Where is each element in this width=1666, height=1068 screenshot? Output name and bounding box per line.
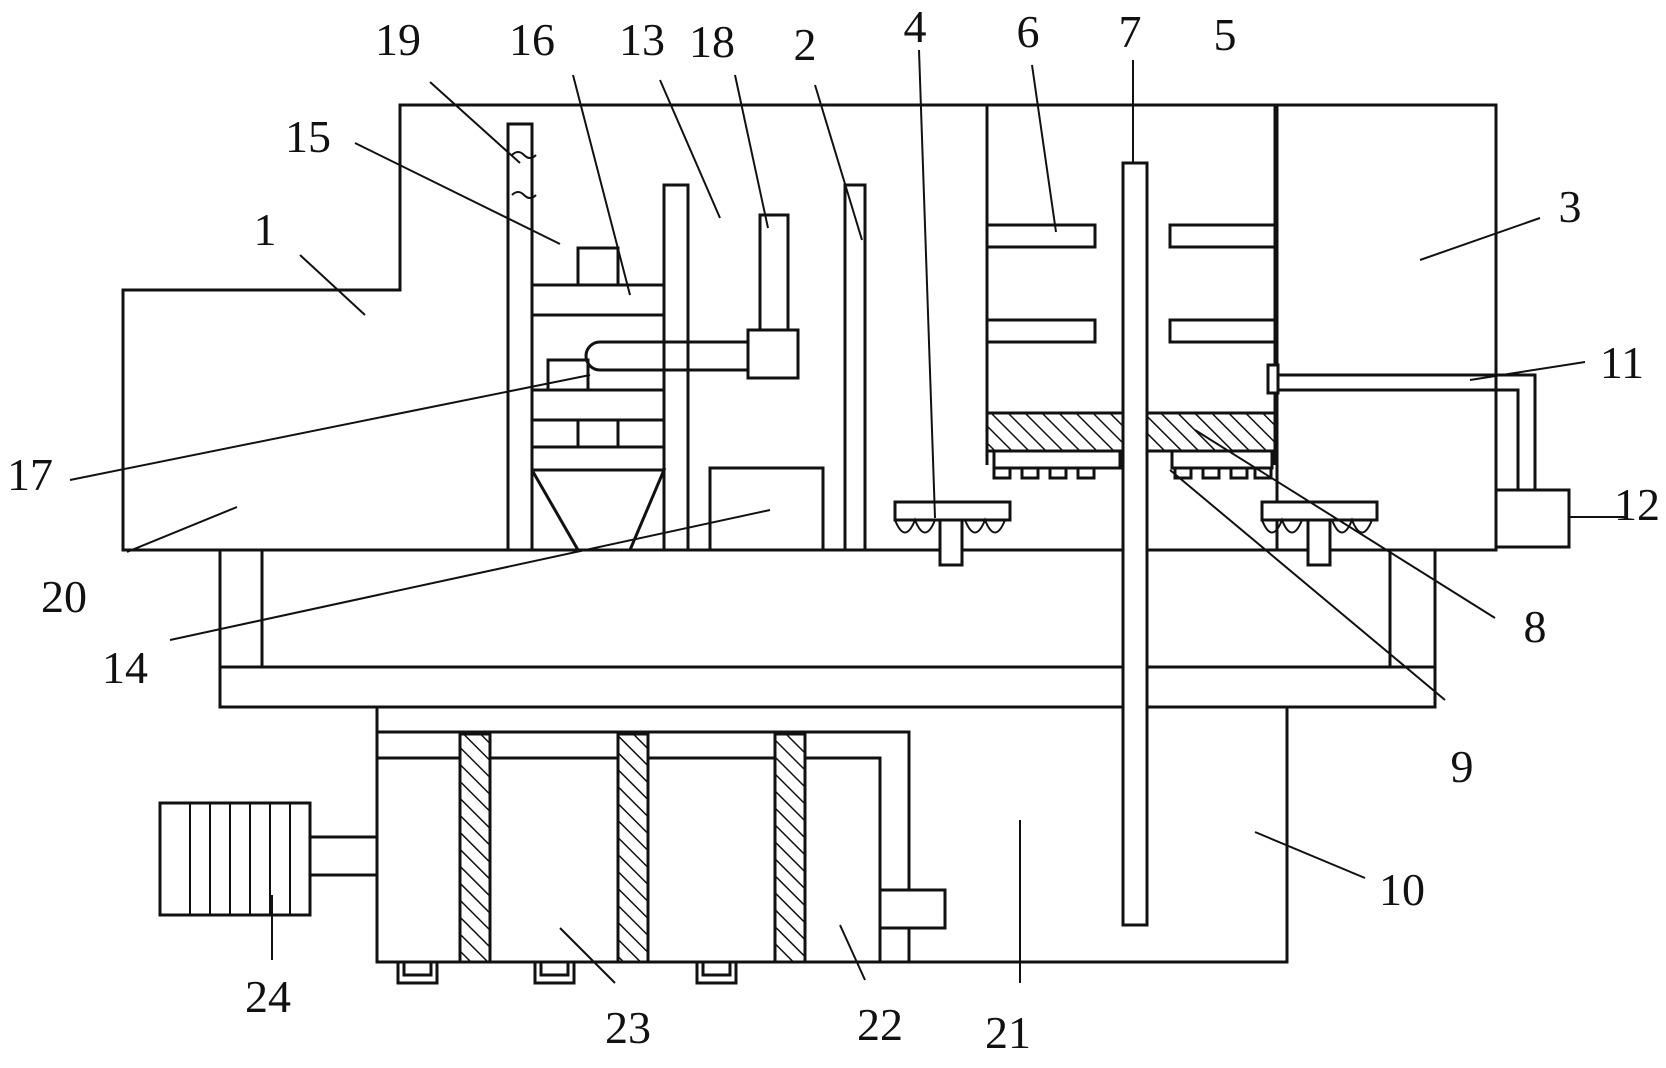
- callout-17: 17: [7, 449, 53, 500]
- callout-10: 10: [1379, 864, 1425, 915]
- nozzle-row-left: [992, 451, 1122, 480]
- foot-3: [695, 962, 738, 985]
- callout-8: 8: [1524, 601, 1547, 652]
- base-platform-plate: [218, 665, 1437, 709]
- motor-block-mid: [546, 358, 590, 392]
- filter-plate-3: [773, 732, 807, 964]
- callout-1: 1: [254, 204, 277, 255]
- callout-16: 16: [509, 14, 555, 65]
- callout-3: 3: [1559, 181, 1582, 232]
- hopper: [530, 445, 667, 551]
- filter-plate-2: [616, 732, 650, 964]
- callout-13: 13: [619, 14, 665, 65]
- lower-tank: [375, 705, 1289, 964]
- brush-head-left: [893, 500, 1012, 567]
- callout-7: 7: [1119, 6, 1142, 57]
- filter-plate-1: [458, 732, 492, 964]
- partition-plate: [843, 183, 867, 552]
- crossbar-upper: [530, 283, 666, 317]
- arm-joint: [746, 328, 800, 380]
- brush-head-right: [1260, 500, 1379, 567]
- callout-24: 24: [245, 971, 291, 1022]
- base-platform-top: [218, 548, 1437, 669]
- screen-plate-left: [985, 411, 1125, 453]
- callout-23: 23: [605, 1002, 651, 1053]
- callout-14: 14: [102, 642, 148, 693]
- support-column: [662, 183, 690, 552]
- callout-18: 18: [689, 16, 735, 67]
- paddle-left-lower: [985, 318, 1097, 344]
- water-pump: [1494, 488, 1571, 549]
- callout-19: 19: [375, 14, 421, 65]
- callouts: 1 2 3 4 5 6 7 8 9 10 11 12 13 14 15 16 1…: [7, 1, 1660, 1058]
- crossbar-lower: [530, 388, 666, 422]
- screen-plate-right: [1145, 411, 1277, 453]
- foot-2: [533, 962, 576, 985]
- filter-box-outer: [377, 730, 911, 962]
- callout-15: 15: [285, 111, 331, 162]
- vertical-tube: [758, 213, 790, 332]
- water-pipe: [1278, 373, 1537, 490]
- callout-5: 5: [1214, 9, 1237, 60]
- filter-outlet: [878, 888, 947, 930]
- callout-21: 21: [985, 1007, 1031, 1058]
- paddle-right-lower: [1168, 318, 1277, 344]
- pump-body: [158, 801, 312, 917]
- upper-housing: [121, 103, 1498, 552]
- paddle-right-upper: [1168, 223, 1277, 249]
- callout-4: 4: [904, 1, 927, 52]
- guide-rail: [506, 122, 534, 552]
- callout-12: 12: [1614, 479, 1660, 530]
- telescopic-arm: [584, 340, 748, 372]
- callout-9: 9: [1451, 741, 1474, 792]
- foot-1: [396, 962, 439, 985]
- motor-block-top: [576, 246, 620, 287]
- paddle-left-upper: [985, 223, 1097, 249]
- central-shaft: [1121, 161, 1149, 927]
- spring-19: [511, 151, 537, 199]
- valve-block: [1266, 363, 1280, 395]
- collection-box: [708, 466, 825, 552]
- callout-6: 6: [1017, 6, 1040, 57]
- callout-22: 22: [857, 999, 903, 1050]
- leader-lines: [69, 49, 1625, 984]
- callout-11: 11: [1600, 337, 1644, 388]
- callout-20: 20: [41, 571, 87, 622]
- nozzle-row-right: [1170, 451, 1274, 480]
- pump-pipe: [308, 835, 379, 877]
- callout-2: 2: [794, 19, 817, 70]
- motor-block-bottom: [576, 418, 620, 449]
